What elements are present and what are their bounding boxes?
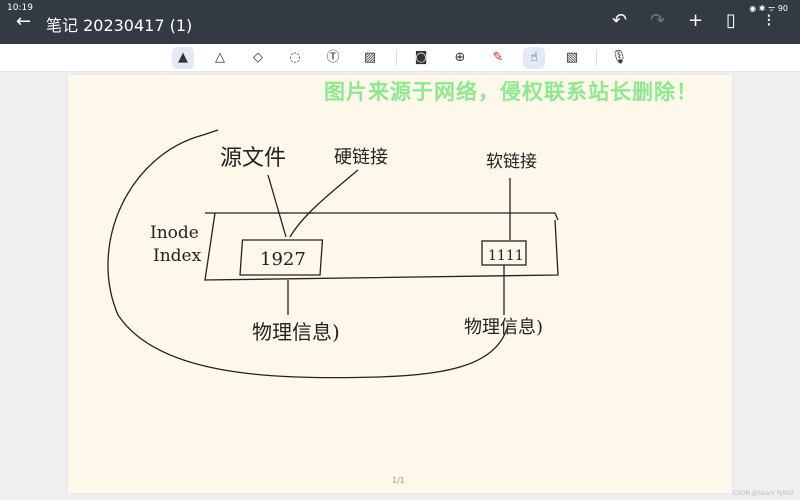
inode-number-1: 1927 [260, 249, 306, 270]
label-source-file: 源文件 [220, 146, 286, 171]
page-view-icon[interactable]: ▯ [726, 10, 736, 31]
laser-pointer-icon[interactable]: ✎ [492, 50, 504, 65]
clock: 10:19 [7, 3, 33, 13]
inode-number-2: 1111 [488, 248, 524, 264]
note-canvas[interactable]: 源文件 硬链接 软链接 Inode Index 1927 1111 物理信息) … [68, 75, 732, 493]
back-button[interactable]: ← [16, 11, 32, 32]
inode-table-top [205, 212, 559, 221]
handwritten-diagram: 源文件 硬链接 软链接 Inode Index 1927 1111 物理信息) … [107, 129, 559, 379]
label-physical-info-2: 物理信息) [464, 317, 543, 338]
image-icon[interactable]: ▨ [363, 50, 377, 65]
note-title: 笔记 20230417 (1) [46, 16, 193, 35]
marker-icon[interactable]: △ [215, 50, 225, 65]
zoom-icon[interactable]: ⊕ [454, 50, 466, 65]
status-icons: ◉ ✱ ᯤ 90 [749, 4, 788, 13]
arrow-hard-link [289, 169, 359, 238]
redo-icon[interactable]: ↷ [650, 10, 666, 31]
label-hard-link: 硬链接 [334, 147, 388, 168]
divider [596, 50, 597, 66]
pen-icon[interactable]: ▲ [172, 47, 194, 69]
loop-arrowhead [202, 129, 219, 136]
microphone-icon[interactable]: 🎙 [610, 50, 628, 65]
undo-icon[interactable]: ↶ [612, 10, 628, 31]
label-soft-link: 软链接 [486, 152, 537, 172]
texture-icon[interactable]: ▧ [565, 50, 579, 65]
drawing-toolbar: ▲ △ ◇ ◌ Ⓣ ▨ ◙ ⊕ ✎ ☝ ▧ 🎙 [0, 44, 800, 72]
inode-box-1 [239, 239, 324, 276]
finger-draw-icon[interactable]: ☝ [523, 47, 545, 69]
label-physical-info-1: 物理信息) [252, 320, 340, 344]
label-index: Index [153, 246, 202, 266]
divider [396, 50, 397, 66]
soft-link-loop [107, 134, 509, 379]
label-inode: Inode [150, 223, 199, 243]
more-icon[interactable]: ⁝ [766, 10, 772, 31]
text-icon[interactable]: Ⓣ [326, 50, 340, 65]
add-icon[interactable]: + [688, 10, 704, 31]
lasso-icon[interactable]: ◌ [289, 50, 301, 65]
page-indicator: 1/1 [392, 476, 405, 485]
title-bar: 10:19 ◉ ✱ ᯤ 90 ← 笔记 20230417 (1) ↶ ↷ + ▯… [0, 0, 800, 44]
inode-table-bottom [204, 212, 559, 281]
watermark: 图片来源于网络，侵权联系站长删除！ [324, 80, 698, 104]
credit-watermark: CSDN @Spark fy902 [732, 490, 794, 497]
eraser-icon[interactable]: ◇ [253, 50, 263, 65]
arrow-source [267, 174, 287, 238]
battery: 90 [777, 4, 788, 13]
shapes-icon[interactable]: ◙ [414, 50, 428, 65]
